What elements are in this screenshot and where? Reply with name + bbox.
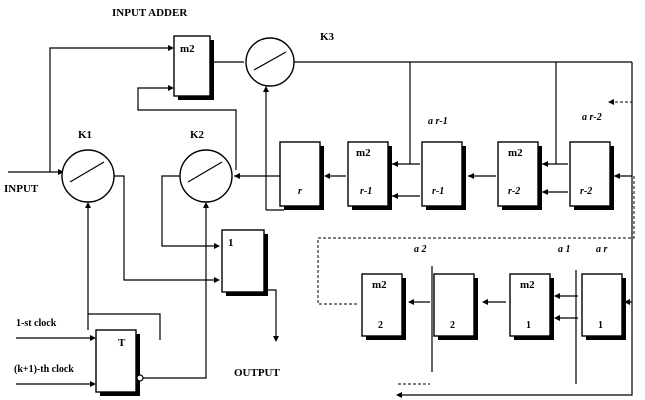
- cell-r2-label: r-2: [580, 186, 592, 197]
- k1-switch: [61, 149, 115, 203]
- m2-r2-top: m2: [508, 147, 523, 159]
- cell-r: r: [279, 141, 324, 210]
- coef-a-r: a r: [596, 244, 608, 255]
- m2-2: m2 2: [361, 273, 406, 340]
- wires-middle: [85, 173, 280, 379]
- trigger-block: T: [95, 329, 144, 396]
- m2-r2: m2 r-2: [497, 141, 542, 210]
- cell-1-label: 1: [598, 320, 603, 331]
- cell-2-label: 2: [450, 320, 455, 331]
- k1-label: K1: [78, 129, 92, 141]
- cell-2: 2: [433, 273, 478, 340]
- m2-1-top: m2: [520, 279, 535, 291]
- or-gate-label: 1: [228, 237, 234, 249]
- k2-label: K2: [190, 129, 205, 141]
- trigger-label: T: [118, 337, 126, 349]
- m2-1-bot: 1: [526, 320, 531, 331]
- m2-1: m2 1: [509, 273, 554, 340]
- cell-r1: r-1: [421, 141, 466, 210]
- coef-a-1: a 1: [558, 244, 571, 255]
- m2-r1-bot: r-1: [360, 186, 372, 197]
- input-adder-title: INPUT ADDER: [112, 7, 188, 19]
- clock-k1-label: (k+1)-th clock: [14, 364, 74, 375]
- coef-a-r2: a r-2: [582, 112, 602, 123]
- clock-wires: [16, 335, 96, 387]
- dashed-links: [317, 176, 635, 305]
- wires-top: [8, 45, 633, 398]
- adder-label: m2: [180, 43, 195, 55]
- m2-r1-top: m2: [356, 147, 371, 159]
- m2-r1: m2 r-1: [347, 141, 392, 210]
- upper-chain-wires: [266, 62, 632, 211]
- cell-1: 1: [581, 273, 626, 340]
- coef-a-2: a 2: [414, 244, 427, 255]
- cell-r2: r-2: [569, 141, 614, 210]
- k3-switch: [245, 37, 295, 87]
- or-gate: 1: [221, 229, 268, 296]
- cell-r1-label: r-1: [432, 186, 444, 197]
- m2-2-bot: 2: [378, 320, 383, 331]
- k3-label: K3: [320, 31, 335, 43]
- coef-a-r1: a r-1: [428, 116, 448, 127]
- output-label: OUTPUT: [234, 367, 281, 379]
- m2-r2-bot: r-2: [508, 186, 520, 197]
- m2-2-top: m2: [372, 279, 387, 291]
- adder-block: m2: [173, 35, 214, 100]
- lower-chain-wires: [398, 266, 632, 385]
- clock-1st-label: 1-st clock: [16, 318, 57, 329]
- k2-switch: [179, 149, 233, 203]
- cell-r-label: r: [298, 186, 302, 197]
- input-label: INPUT: [4, 183, 39, 195]
